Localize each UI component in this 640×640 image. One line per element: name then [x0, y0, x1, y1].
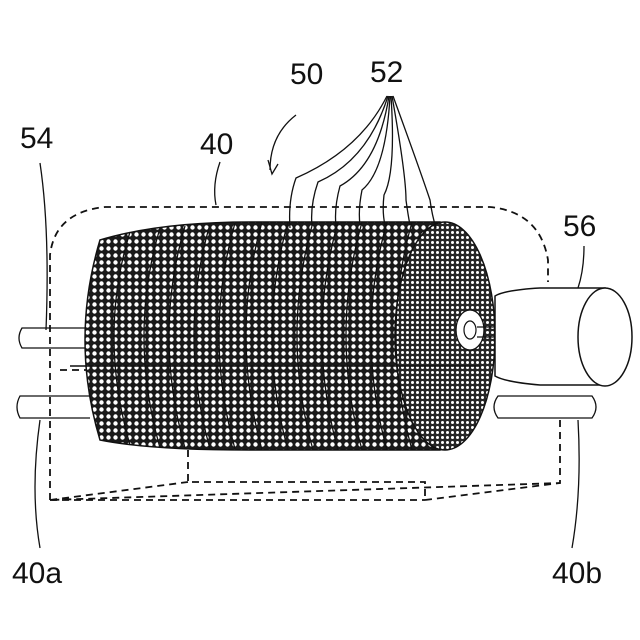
label-motor: 56	[563, 210, 596, 243]
label-support-a: 40a	[12, 557, 62, 590]
label-sheets: 52	[370, 56, 403, 89]
left-lower-rod	[17, 396, 90, 418]
label-rod-left: 54	[20, 122, 53, 155]
motor	[477, 288, 632, 386]
right-lower-rod	[494, 396, 596, 418]
label-support-b: 40b	[552, 557, 602, 590]
left-upper-shaft	[19, 328, 88, 348]
mesh-cylinder	[70, 222, 495, 450]
label-housing: 40	[200, 128, 233, 161]
hub	[456, 310, 484, 350]
label-assembly: 50	[290, 58, 323, 91]
